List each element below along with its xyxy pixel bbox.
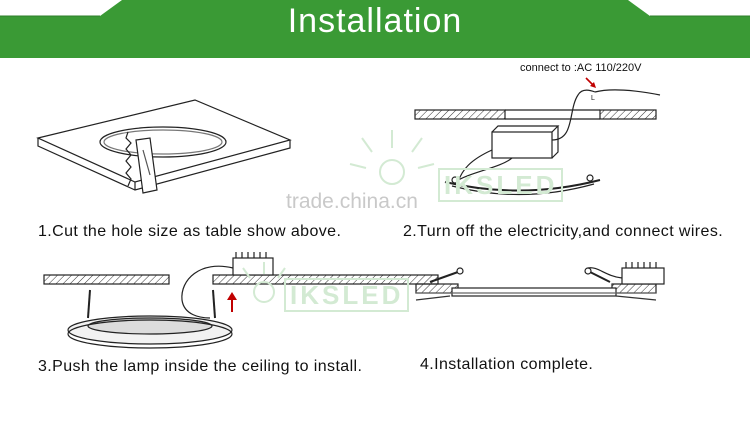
step1-drawing (36, 99, 292, 194)
step4-drawing (415, 262, 665, 301)
saw-icon (125, 131, 132, 187)
page-title: Installation (287, 2, 463, 40)
banner-polygon (0, 0, 750, 58)
step2-caption: 2.Turn off the electricity,and connect w… (403, 223, 724, 240)
step2-drawing: L (414, 77, 661, 196)
svg-text:L: L (591, 95, 595, 102)
wiring-note: connect to :AC 110/220V (520, 62, 642, 74)
step1-caption: 1.Cut the hole size as table show above. (38, 223, 342, 240)
watermark-brand: IKSLED (438, 168, 564, 202)
banner-shape (0, 0, 750, 58)
watermark-site: trade.china.cn (286, 190, 418, 213)
watermark-brand-2: IKSLED (284, 278, 410, 312)
step4-caption: 4.Installation complete. (420, 356, 594, 373)
watermark-lamp-icon (349, 130, 435, 185)
step3-caption: 3.Push the lamp inside the ceiling to in… (38, 358, 363, 375)
watermark-lamp-icon-2 (242, 262, 286, 303)
header-banner: Installation (0, 0, 750, 58)
